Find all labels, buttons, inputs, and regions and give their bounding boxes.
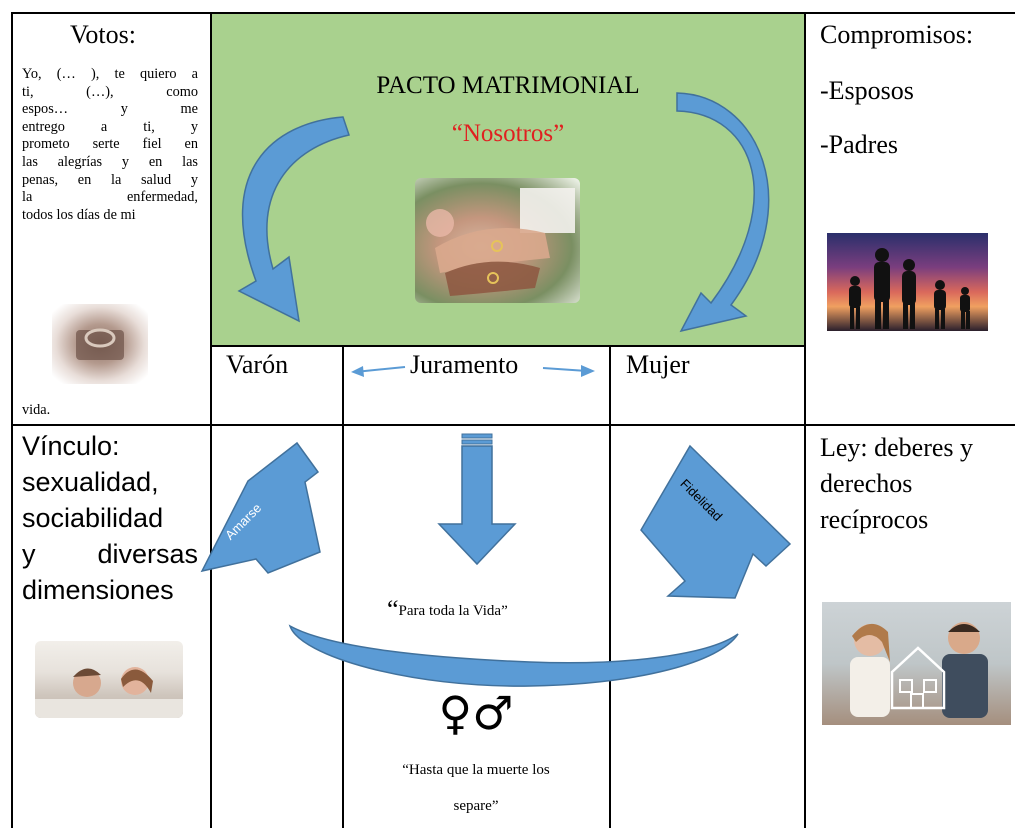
vinculo-word-y: y (22, 539, 36, 569)
ley-line: derechos (820, 469, 913, 498)
para-toda-la-vida: “Para toda la Vida” (387, 595, 508, 625)
grid-line-top (11, 12, 1015, 14)
down-arrow (437, 445, 517, 566)
vinculo-text: Vínculo: sexualidad, sociabilidad y diver… (22, 428, 198, 608)
hands-rings-photo (415, 178, 580, 303)
ley-text: Ley: deberes y derechos recíprocos (820, 430, 973, 538)
vinculo-word-diversas: diversas (97, 539, 198, 569)
votos-line: ti, (…), como (22, 83, 198, 100)
pacto-title: PACTO MATRIMONIAL (376, 72, 640, 99)
mujer-label: Mujer (626, 350, 690, 379)
bottom-curve-band (288, 624, 739, 687)
juramento-arrows (351, 365, 595, 377)
votos-line: penas, en la salud y (22, 171, 198, 188)
pacto-arrows (237, 92, 770, 333)
vinculo-line: sociabilidad (22, 503, 164, 533)
votos-line: entrego a ti, y (22, 118, 198, 135)
family-silhouette (849, 248, 970, 329)
ley-line: Ley: deberes y (820, 433, 974, 462)
compromisos-heading: Compromisos: (820, 20, 974, 49)
amarse-arrow (200, 441, 321, 574)
vinculo-line-y-diversas: y diversas (22, 536, 198, 572)
votos-line: Yo, (… ), te quiero a (22, 66, 198, 82)
compromisos-item-padres: -Padres (820, 130, 898, 159)
vinculo-line: sexualidad, (22, 467, 159, 497)
para-toda-text: Para toda la Vida” (398, 603, 508, 619)
grid-line-green-bottom (211, 345, 805, 347)
hasta-line-2: separe” (453, 798, 499, 814)
votos-line: espos… y me (22, 101, 198, 118)
votos-line: prometo serte fiel en (22, 136, 198, 153)
hands-illustration (426, 188, 575, 296)
grid-line-row2-bottom (11, 424, 1015, 426)
fidelidad-arrow (640, 444, 792, 599)
votos-line: la enfermedad, (22, 189, 198, 206)
compromisos-item-esposos: -Esposos (820, 76, 914, 105)
couple-house-photo (822, 602, 1011, 725)
couple-house-illustration (850, 622, 988, 718)
hasta-line-1: “Hasta que la muerte los (402, 762, 550, 778)
votos-line: las alegrías y en las (22, 153, 198, 170)
grid-line-col2 (342, 346, 344, 828)
grid-line-col4 (804, 12, 806, 828)
vinculo-line: Vínculo: (22, 431, 120, 461)
arrow-right-head (581, 365, 595, 377)
gender-symbol-icon: ♀♂ (438, 686, 514, 740)
ring-box-illustration (76, 328, 124, 360)
family-sunset-photo (827, 233, 988, 331)
vinculo-line: dimensiones (22, 575, 174, 605)
votos-heading: Votos: (70, 20, 136, 49)
grid-line-col1 (210, 12, 212, 828)
center-arrows (200, 433, 792, 687)
votos-tail: vida. (22, 402, 51, 418)
grid-line-left (11, 12, 13, 828)
left-curved-arrow (237, 116, 350, 323)
couple-bed-photo (35, 641, 183, 718)
pacto-subtitle: “Nosotros” (451, 120, 565, 147)
ley-line: recíprocos (820, 505, 929, 534)
varon-label: Varón (226, 350, 289, 379)
votos-text: Yo, (… ), te quiero a ti, (…), como espo… (22, 66, 198, 224)
right-curved-arrow (676, 92, 770, 333)
arrow-left-head (351, 366, 364, 377)
ring-box-photo (52, 304, 148, 384)
grid-line-col3 (609, 346, 611, 828)
couple-illustration (35, 667, 183, 718)
juramento-label: Juramento (410, 350, 519, 379)
votos-line: todos los días de mi (22, 206, 136, 223)
para-toda-quote: “ (387, 595, 399, 624)
